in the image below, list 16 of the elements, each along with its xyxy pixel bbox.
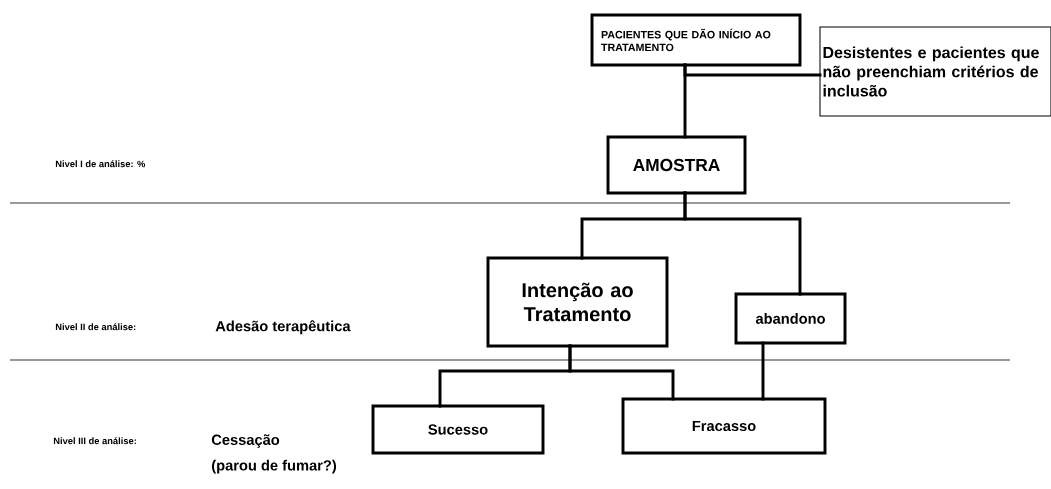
connector-line <box>683 63 687 139</box>
level-label: Nivel I de análise: % <box>55 160 146 168</box>
process-box: PACIENTES QUE DÃO INÍCIO AO TRATAMENTO <box>590 13 802 67</box>
level-label: Adesão terapêutica <box>215 320 351 335</box>
process-box: Desistentes e pacientes que não preenchiam critérios de inclusão <box>819 26 1051 117</box>
process-box: Sucesso <box>371 404 545 455</box>
process-box: abandono <box>734 292 847 345</box>
process-box: AMOSTRA <box>606 135 747 195</box>
connector-line <box>683 191 802 296</box>
process-box: Intenção ao Tratamento <box>486 256 669 348</box>
level-label: Nivel II de análise: <box>55 323 136 331</box>
connector-line <box>761 341 765 401</box>
level-label: Cessação (parou de fumar?) <box>211 434 336 474</box>
process-box: Fracasso <box>621 397 827 455</box>
level-label: Nivel III de análise: <box>53 437 136 445</box>
connector-line <box>568 344 675 401</box>
